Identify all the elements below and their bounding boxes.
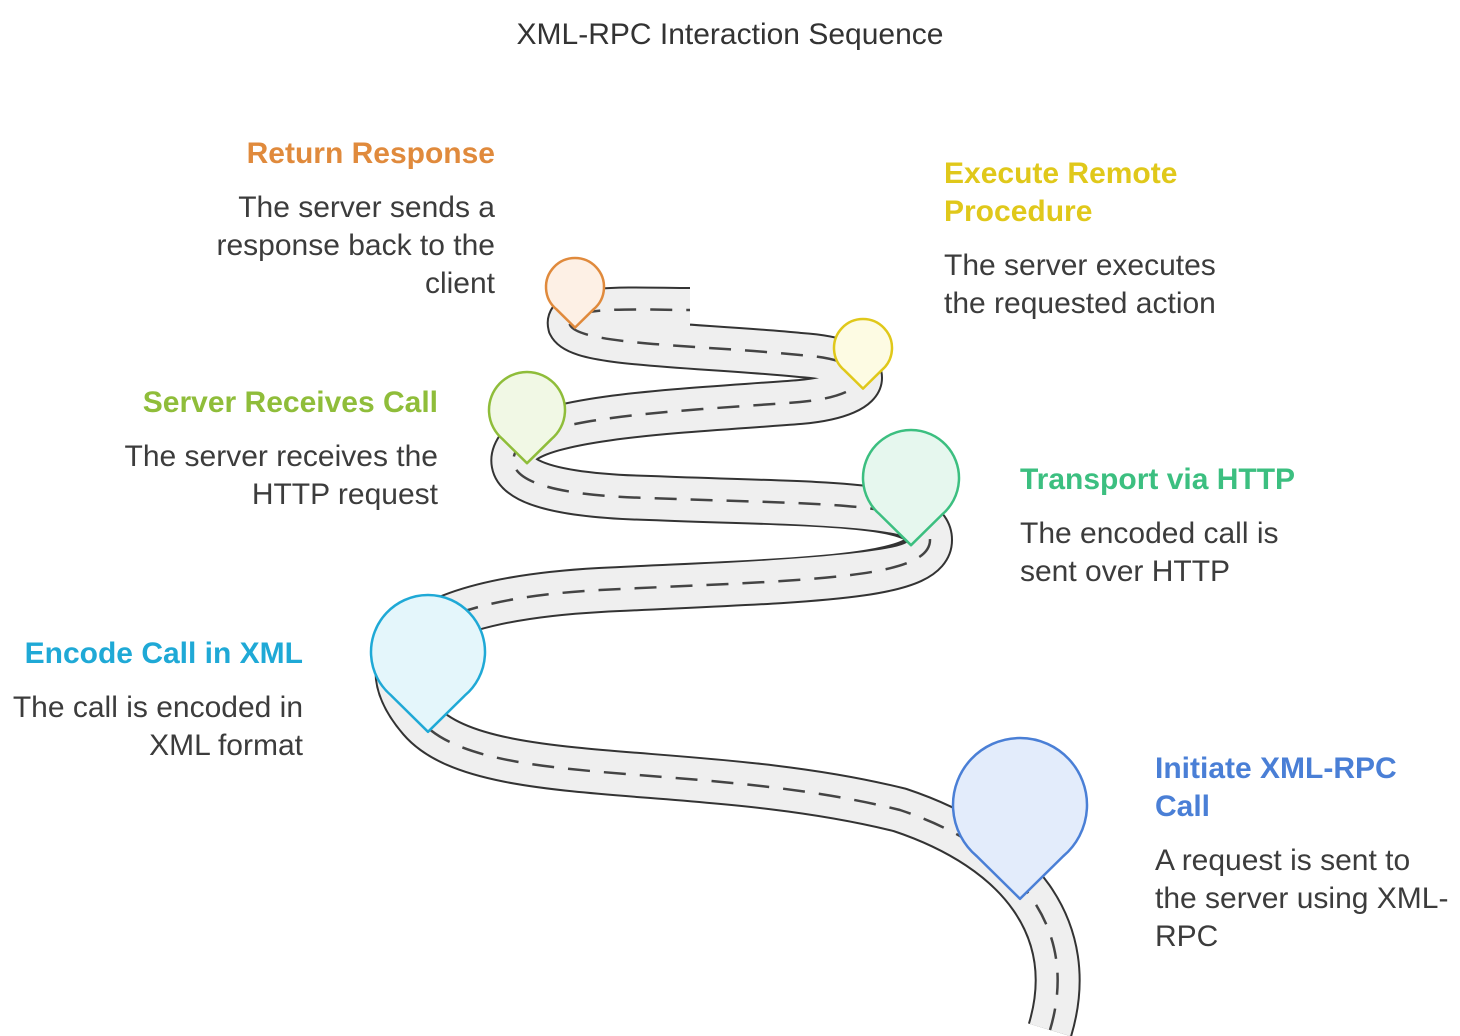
- step-execute: Execute Remote Procedure The server exec…: [944, 155, 1244, 323]
- step-description: A request is sent to the server using XM…: [1155, 844, 1449, 953]
- step-description: The encoded call is sent over HTTP: [1020, 517, 1279, 588]
- map-pin-icon-transport: [861, 428, 961, 547]
- map-pin-icon-server-receives: [487, 370, 567, 465]
- step-description: The server sends a response back to the …: [216, 191, 495, 300]
- diagram-title: XML-RPC Interaction Sequence: [516, 18, 944, 51]
- map-pins: [369, 256, 1089, 901]
- step-return: Return Response The server sends a respo…: [160, 135, 495, 303]
- map-pin-icon-encode: [369, 593, 487, 734]
- step-heading: Execute Remote Procedure: [944, 157, 1178, 228]
- step-description: The server receives the HTTP request: [124, 440, 438, 511]
- step-heading: Encode Call in XML: [24, 637, 303, 670]
- map-pin-icon-initiate: [951, 736, 1089, 901]
- step-transport: Transport via HTTP The encoded call is s…: [1020, 461, 1320, 591]
- step-heading: Return Response: [246, 137, 495, 170]
- step-server-receives: Server Receives Call The server receives…: [100, 384, 438, 514]
- step-heading: Server Receives Call: [142, 386, 438, 419]
- step-heading: Transport via HTTP: [1020, 463, 1296, 496]
- step-encode: Encode Call in XML The call is encoded i…: [10, 635, 303, 765]
- step-initiate: Initiate XML-RPC Call A request is sent …: [1155, 750, 1450, 956]
- step-heading: Initiate XML-RPC Call: [1155, 752, 1397, 823]
- map-pin-icon-return: [544, 256, 606, 329]
- step-description: The server executes the requested action: [944, 249, 1216, 320]
- step-description: The call is encoded in XML format: [12, 691, 303, 762]
- map-pin-icon-execute: [832, 317, 894, 390]
